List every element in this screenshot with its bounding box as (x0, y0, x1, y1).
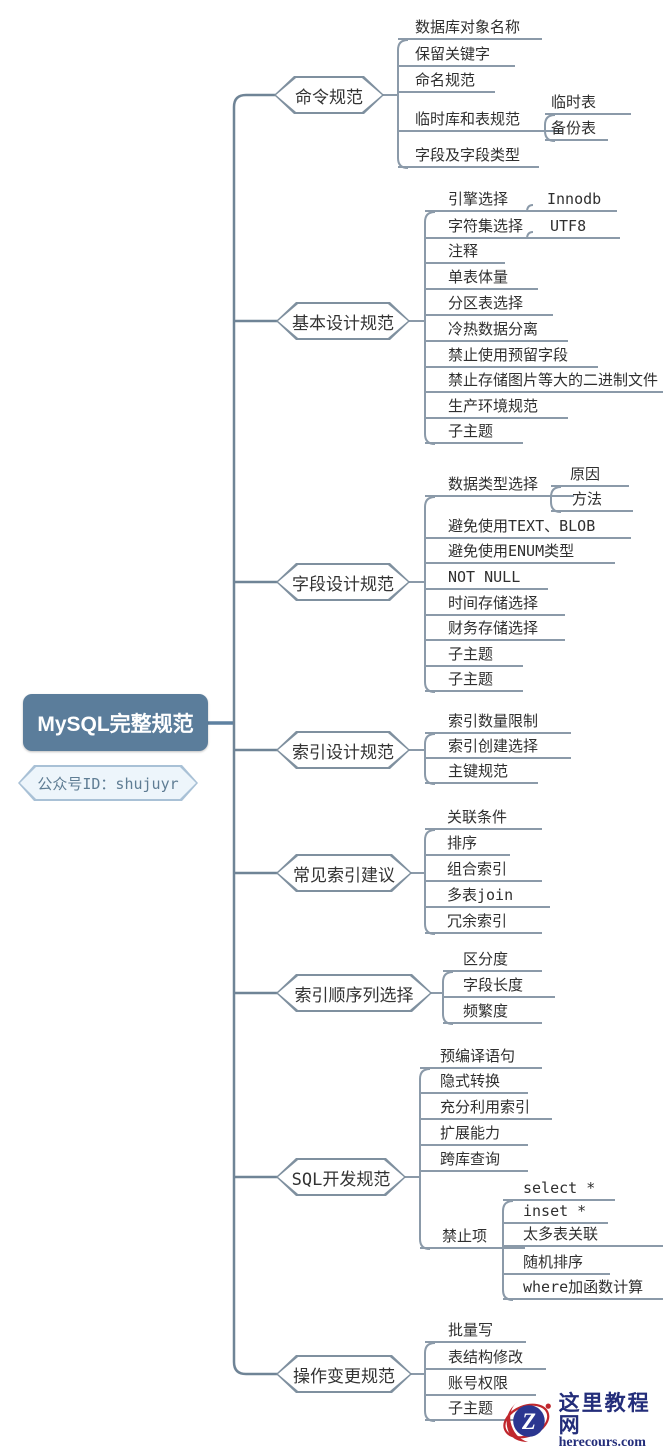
root-topic[interactable]: MySQL完整规范 (23, 694, 208, 751)
topic-redundant-index[interactable]: 冗余索引 (425, 911, 542, 934)
topic-database-object-name[interactable]: 数据库对象名称 (398, 17, 542, 40)
topic-temp-db-table-spec[interactable]: 临时库和表规范 (398, 109, 562, 132)
topic-reserved-keywords[interactable]: 保留关键字 (398, 44, 515, 67)
topic-finance-storage-choice[interactable]: 财务存储选择 (425, 618, 565, 641)
topic-production-env-spec[interactable]: 生产环境规范 (425, 396, 568, 419)
branch-index-design-spec[interactable]: 索引设计规范 (276, 731, 410, 769)
topic-inset-star[interactable]: inset * (503, 1201, 608, 1224)
topic-too-many-joins[interactable]: 太多表关联 (503, 1224, 663, 1247)
watermark-site-name: 这里教程网 (558, 1391, 651, 1438)
branch-command-spec[interactable]: 命令规范 (274, 76, 384, 114)
branch-operation-change-spec[interactable]: 操作变更规范 (276, 1355, 412, 1393)
topic-scalability[interactable]: 扩展能力 (420, 1123, 528, 1146)
topic-select-star[interactable]: select * (503, 1178, 615, 1201)
value-utf8[interactable]: UTF8 (527, 216, 620, 239)
branch-common-index-advice[interactable]: 常见索引建议 (276, 854, 412, 892)
topic-not-null[interactable]: NOT NULL (425, 567, 548, 590)
topic-use-indexes-fully[interactable]: 充分利用索引 (420, 1097, 552, 1120)
branch-field-design-spec[interactable]: 字段设计规范 (276, 563, 410, 601)
topic-fields-and-types[interactable]: 字段及字段类型 (398, 145, 539, 168)
topic-primary-key-spec[interactable]: 主键规范 (425, 761, 538, 784)
topic-no-reserved-fields[interactable]: 禁止使用预留字段 (425, 345, 598, 368)
topic-avoid-enum[interactable]: 避免使用ENUM类型 (425, 541, 615, 564)
topic-random-sort[interactable]: 随机排序 (503, 1252, 610, 1275)
topic-subtopic[interactable]: 子主题 (425, 421, 523, 444)
wechat-id-badge: 公众号ID：shujuyr (18, 765, 198, 801)
topic-naming-convention[interactable]: 命名规范 (398, 70, 495, 93)
z-logo-icon: Z (503, 1402, 551, 1443)
topic-composite-index[interactable]: 组合索引 (425, 859, 542, 882)
topic-implicit-conversion[interactable]: 隐式转换 (420, 1071, 528, 1094)
topic-join-condition[interactable]: 关联条件 (425, 807, 542, 830)
topic-backup-table[interactable]: 备份表 (545, 118, 608, 141)
value-innodb[interactable]: Innodb (527, 189, 617, 212)
topic-cross-db-query[interactable]: 跨库查询 (420, 1149, 528, 1172)
topic-account-privileges[interactable]: 账号权限 (425, 1373, 536, 1396)
topic-sorting[interactable]: 排序 (425, 833, 510, 856)
watermark: Z 这里教程网 herecours.com (500, 1392, 663, 1446)
topic-engine-choice[interactable]: 引擎选择 (425, 189, 550, 212)
topic-comments[interactable]: 注释 (425, 241, 505, 264)
topic-index-creation-choice[interactable]: 索引创建选择 (425, 736, 571, 759)
wechat-id-label: 公众号ID：shujuyr (20, 767, 196, 799)
topic-batch-write[interactable]: 批量写 (425, 1320, 526, 1343)
branch-basic-design-spec[interactable]: 基本设计规范 (276, 302, 410, 340)
watermark-site-url: herecours.com (558, 1435, 646, 1446)
topic-table-structure-change[interactable]: 表结构修改 (425, 1347, 546, 1370)
topic-forbidden-items[interactable]: 禁止项 (420, 1226, 525, 1249)
topic-single-table-size[interactable]: 单表体量 (425, 267, 538, 290)
svg-text:Z: Z (521, 1409, 536, 1434)
topic-subtopic[interactable]: 子主题 (425, 644, 523, 667)
topic-field-length[interactable]: 字段长度 (443, 975, 555, 998)
topic-temp-table[interactable]: 临时表 (545, 92, 631, 115)
topic-data-type-choice[interactable]: 数据类型选择 (425, 474, 574, 497)
topic-avoid-text-blob[interactable]: 避免使用TEXT、BLOB (425, 516, 631, 539)
topic-no-large-binary-files[interactable]: 禁止存储图片等大的二进制文件 (425, 370, 663, 393)
topic-time-storage-choice[interactable]: 时间存储选择 (425, 593, 565, 616)
topic-selectivity[interactable]: 区分度 (443, 949, 542, 972)
topic-method[interactable]: 方法 (551, 489, 633, 512)
topic-reason[interactable]: 原因 (551, 464, 629, 487)
topic-subtopic[interactable]: 子主题 (425, 669, 523, 692)
topic-multi-table-join[interactable]: 多表join (425, 885, 550, 908)
topic-prepared-statements[interactable]: 预编译语句 (420, 1046, 542, 1069)
branch-index-column-order[interactable]: 索引顺序列选择 (276, 974, 432, 1012)
topic-partition-table-choice[interactable]: 分区表选择 (425, 293, 553, 316)
branch-sql-dev-spec[interactable]: SQL开发规范 (276, 1158, 406, 1196)
topic-subtopic[interactable]: 子主题 (425, 1398, 528, 1421)
topic-charset-choice[interactable]: 字符集选择 (425, 216, 550, 239)
topic-frequency[interactable]: 频繁度 (443, 1001, 542, 1024)
topic-where-function-calc[interactable]: where加函数计算 (503, 1277, 663, 1300)
topic-hot-cold-data-separation[interactable]: 冷热数据分离 (425, 319, 568, 342)
trunk-line (232, 93, 280, 1376)
topic-index-count-limit[interactable]: 索引数量限制 (425, 711, 571, 734)
